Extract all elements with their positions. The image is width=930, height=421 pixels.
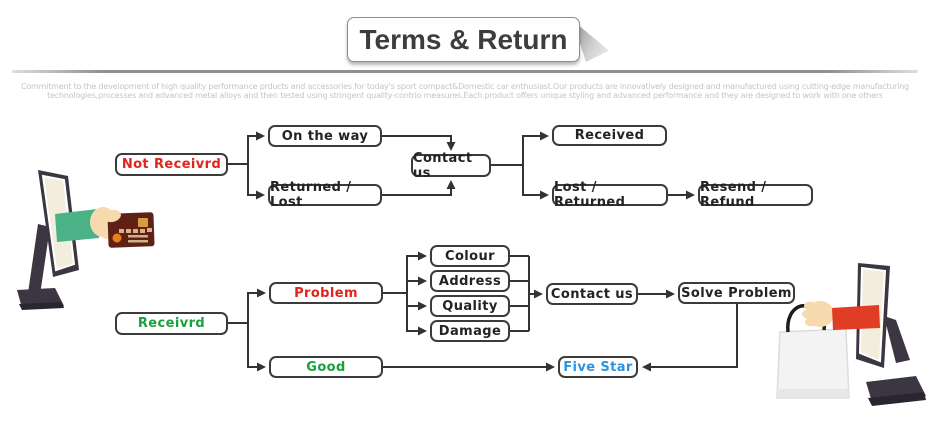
monitor-hand-shopping-bag-illustration <box>776 263 926 406</box>
node-received-outcome: Received <box>552 125 667 146</box>
monitor-icon <box>856 263 926 406</box>
node-problem: Problem <box>269 282 383 304</box>
intro-text-line-2: technologies,processes and advanced meta… <box>47 91 883 100</box>
node-five-star: Five Star <box>558 356 638 378</box>
node-returned-lost: Returned / Lost <box>268 180 382 210</box>
node-good: Good <box>269 356 383 378</box>
node-damage: Damage <box>430 320 510 342</box>
intro-text-line-1: Commitment to the development of high qu… <box>20 82 910 91</box>
node-contact-us-2: Contact us <box>546 283 638 305</box>
node-contact-us-1: Contact us <box>411 151 491 181</box>
node-solve-problem: Solve Problem <box>678 282 795 304</box>
node-received: Receivrd <box>115 312 228 335</box>
node-quality: Quality <box>430 295 510 317</box>
node-not-received: Not Receivrd <box>115 153 228 176</box>
node-resend-refund: Resend / Refund <box>698 180 813 210</box>
node-lost-returned: Lost / Returned <box>552 180 668 210</box>
page-title: Terms & Return <box>359 23 568 55</box>
shopping-bag-icon <box>776 304 850 399</box>
node-on-the-way: On the way <box>268 125 382 147</box>
credit-card-icon <box>103 209 155 248</box>
header-divider <box>12 70 918 73</box>
hand-icon <box>802 301 880 330</box>
node-colour: Colour <box>430 245 510 267</box>
title-banner: Terms & Return <box>347 17 580 62</box>
monitor-hand-credit-card-illustration <box>17 170 155 310</box>
node-address: Address <box>430 270 510 292</box>
